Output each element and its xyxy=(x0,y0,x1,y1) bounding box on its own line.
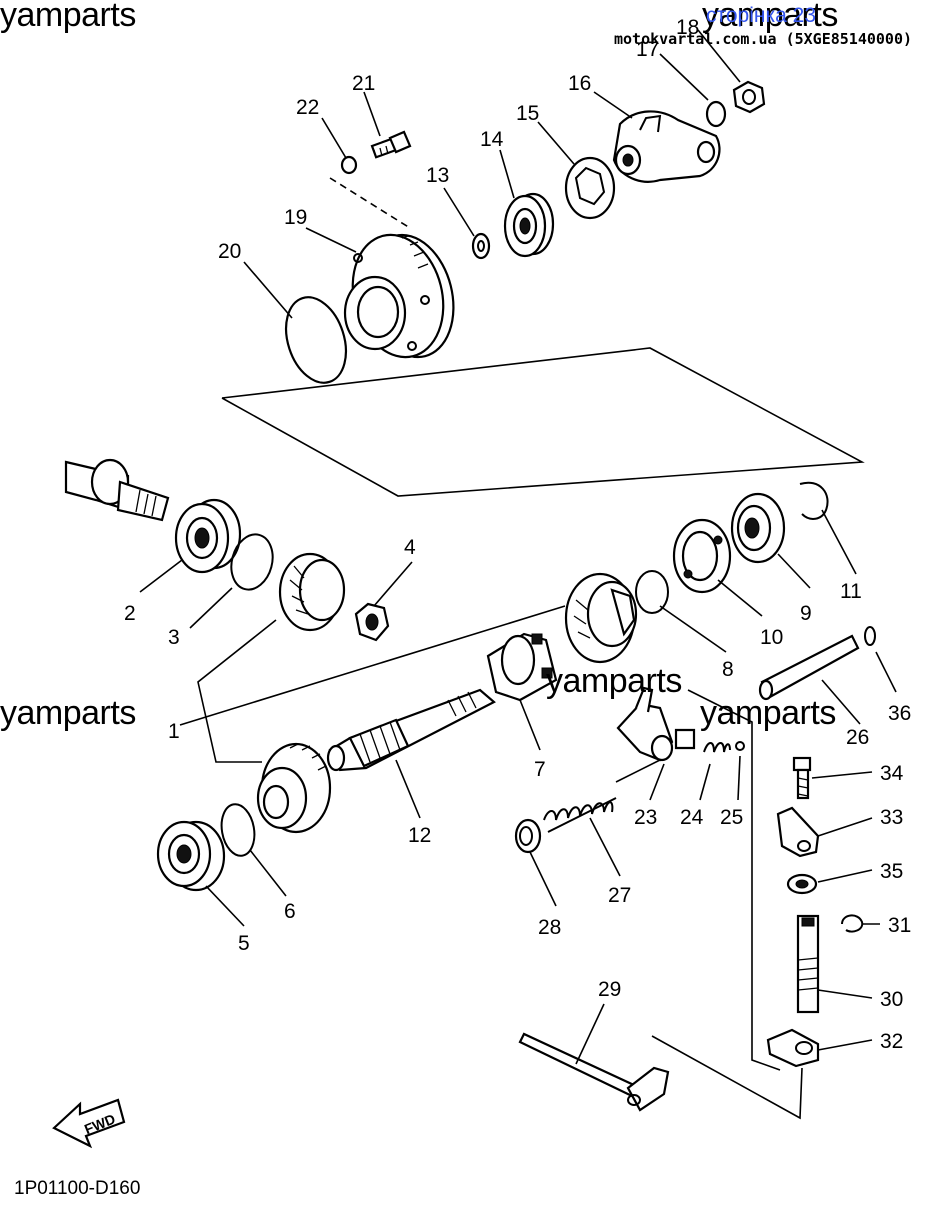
label-19: 19 xyxy=(284,206,307,229)
label-20: 20 xyxy=(218,240,241,263)
oring-part-3 xyxy=(230,533,274,591)
nut-part-15 xyxy=(564,156,616,220)
label-12: 12 xyxy=(408,824,431,847)
label-27: 27 xyxy=(608,884,631,907)
diagram-code: 1P01100-D160 xyxy=(14,1178,141,1199)
clip-part-31 xyxy=(841,914,864,933)
label-21: 21 xyxy=(352,72,375,95)
washer-part-17 xyxy=(705,100,727,128)
bevel-gear-upper xyxy=(278,552,346,632)
gear-assembly-bracket xyxy=(197,619,277,763)
label-14: 14 xyxy=(480,128,504,151)
gear-part-1-lower xyxy=(256,742,332,834)
bearing-part-5 xyxy=(156,820,226,892)
label-30: 30 xyxy=(880,988,903,1011)
label-32: 32 xyxy=(880,1030,903,1053)
nut-part-4 xyxy=(354,602,390,642)
label-18: 18 xyxy=(676,16,699,39)
watermark-top-left: yamparts xyxy=(0,0,136,34)
oring-part-8 xyxy=(635,570,669,614)
label-34: 34 xyxy=(880,762,904,785)
watermark-mid-center: yamparts xyxy=(546,662,682,700)
page-link[interactable]: сторінка 23 xyxy=(706,4,817,27)
seal-part-9 xyxy=(730,492,786,564)
label-36: 36 xyxy=(888,702,911,725)
watermark-top-right: yamparts xyxy=(702,0,838,34)
ball-part-25 xyxy=(735,741,745,751)
label-29: 29 xyxy=(598,978,621,1001)
shift-fork-part-23 xyxy=(616,686,696,762)
label-3: 3 xyxy=(168,626,180,649)
lever-part-33 xyxy=(776,806,820,858)
spring-part-27 xyxy=(543,797,617,833)
upper-assembly-outline xyxy=(221,347,865,497)
label-11: 11 xyxy=(840,580,862,603)
spring-part-24 xyxy=(703,742,731,753)
label-28: 28 xyxy=(538,916,561,939)
bearing-part-14 xyxy=(503,192,555,258)
label-31: 31 xyxy=(888,914,911,937)
label-35: 35 xyxy=(880,860,903,883)
pin-part-36 xyxy=(864,626,876,646)
label-1: 1 xyxy=(168,720,180,743)
label-9: 9 xyxy=(800,602,812,625)
bushing-hole xyxy=(795,879,809,889)
shaft-part-12 xyxy=(326,688,496,772)
drive-shaft-assembly xyxy=(64,458,170,522)
label-26: 26 xyxy=(846,726,869,749)
watermark-mid-right: yamparts xyxy=(700,694,836,732)
clutch-dog-part-7 xyxy=(486,632,558,702)
bolt-part-34 xyxy=(792,756,812,800)
leader-part-1 xyxy=(179,605,566,726)
lockwasher-part-22 xyxy=(340,155,358,175)
ring-part-10 xyxy=(672,518,732,594)
label-10: 10 xyxy=(760,626,783,649)
circlip-part-11 xyxy=(799,481,829,520)
fwd-arrow-icon: FWD xyxy=(52,1098,126,1149)
oring-part-6 xyxy=(220,803,256,857)
label-16: 16 xyxy=(568,72,591,95)
rod-part-26 xyxy=(758,634,860,701)
label-6: 6 xyxy=(284,900,296,923)
shift-rod-bracket xyxy=(651,1035,803,1120)
watermark-mid-left: yamparts xyxy=(0,694,136,732)
shift-rod-part-29 xyxy=(518,1032,670,1112)
shaft-part-30 xyxy=(796,914,820,1014)
dashed-bolt-line xyxy=(329,177,411,229)
label-33: 33 xyxy=(880,806,903,829)
bolt-part-21 xyxy=(370,130,412,159)
housing-part-19 xyxy=(343,233,455,359)
lever-part-32 xyxy=(766,1028,820,1068)
label-25: 25 xyxy=(720,806,743,829)
label-2: 2 xyxy=(124,602,136,625)
washer-part-13 xyxy=(471,232,491,260)
label-24: 24 xyxy=(680,806,704,829)
label-5: 5 xyxy=(238,932,250,955)
yoke-part-16 xyxy=(612,110,721,183)
bearing-part-2 xyxy=(174,498,242,574)
leader-spring-27-fork xyxy=(615,759,661,783)
part-number-labels: 1 2 3 4 5 6 7 8 9 10 11 12 13 14 15 16 1… xyxy=(124,16,911,1053)
gear-part-8 xyxy=(564,572,638,664)
collar-part-28 xyxy=(514,818,542,854)
shift-linkage-bracket xyxy=(687,689,781,1071)
label-15: 15 xyxy=(516,102,539,125)
label-4: 4 xyxy=(404,536,416,559)
label-23: 23 xyxy=(634,806,657,829)
source-text: motokvartal.com.ua (5XGE85140000) xyxy=(614,30,913,48)
label-13: 13 xyxy=(426,164,449,187)
washer-hole xyxy=(477,240,485,252)
nut-part-18 xyxy=(732,80,766,114)
label-22: 22 xyxy=(296,96,319,119)
label-8: 8 xyxy=(722,658,734,681)
gasket-part-20 xyxy=(285,296,347,384)
label-17: 17 xyxy=(636,38,659,61)
leader-lines xyxy=(139,29,897,1065)
label-7: 7 xyxy=(534,758,546,781)
